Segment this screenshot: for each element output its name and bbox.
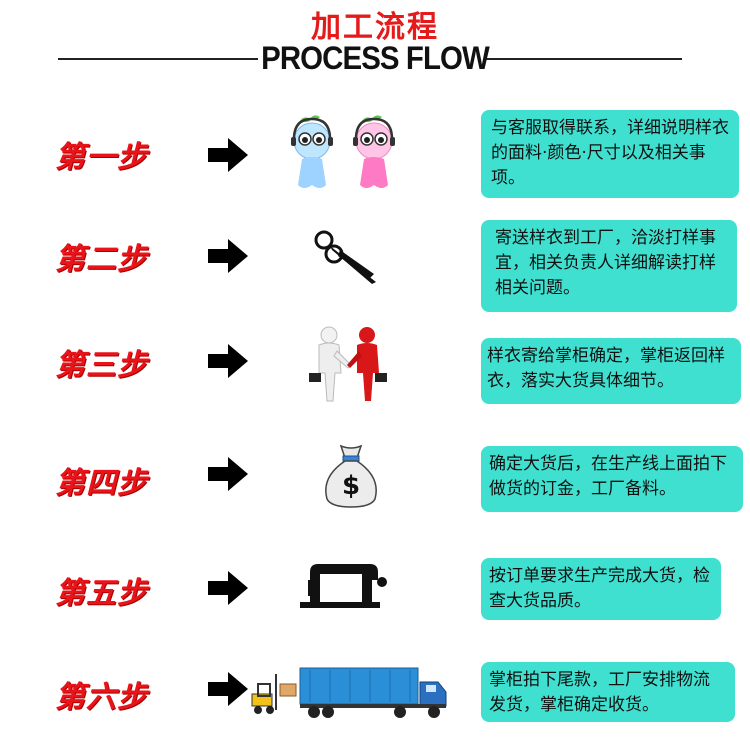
sewing-machine-icon <box>300 560 388 612</box>
arrow-right-icon <box>208 239 250 273</box>
money-bag-icon: $ <box>323 442 379 508</box>
step-label: 第三步 <box>55 340 175 384</box>
mascot-pair-icon <box>288 115 398 197</box>
arrow-right-icon <box>208 457 250 491</box>
step-label: 第二步 <box>55 234 175 278</box>
arrow-right-icon <box>208 672 250 706</box>
step-label: 第一步 <box>55 132 175 176</box>
handshake-icon <box>303 325 391 403</box>
svg-text:$: $ <box>342 471 360 501</box>
step-label: 第六步 <box>55 672 175 716</box>
arrow-right-icon <box>208 344 250 378</box>
step-label: 第四步 <box>55 458 175 502</box>
arrow-right-icon <box>208 571 250 605</box>
step-description: 掌柜拍下尾款，工厂安排物流发货，掌柜确定收货。 <box>481 662 735 722</box>
truck-icon <box>250 664 450 720</box>
step-description: 样衣寄给掌柜确定，掌柜返回样衣，落实大货具体细节。 <box>481 338 741 404</box>
step-description: 寄送样衣到工厂，洽淡打样事宜，相关负责人详细解读打样相关问题。 <box>481 220 737 312</box>
page-title-en: PROCESS FLOW <box>30 40 720 77</box>
arrow-right-icon <box>208 138 250 172</box>
scissors-icon <box>312 228 380 288</box>
step-description: 按订单要求生产完成大货，检查大货品质。 <box>481 558 721 620</box>
step-label: 第五步 <box>55 568 175 612</box>
step-description: 确定大货后，在生产线上面拍下做货的订金，工厂备料。 <box>481 446 743 512</box>
step-description: 与客服取得联系，详细说明样衣的面料·颜色·尺寸以及相关事项。 <box>481 110 739 198</box>
